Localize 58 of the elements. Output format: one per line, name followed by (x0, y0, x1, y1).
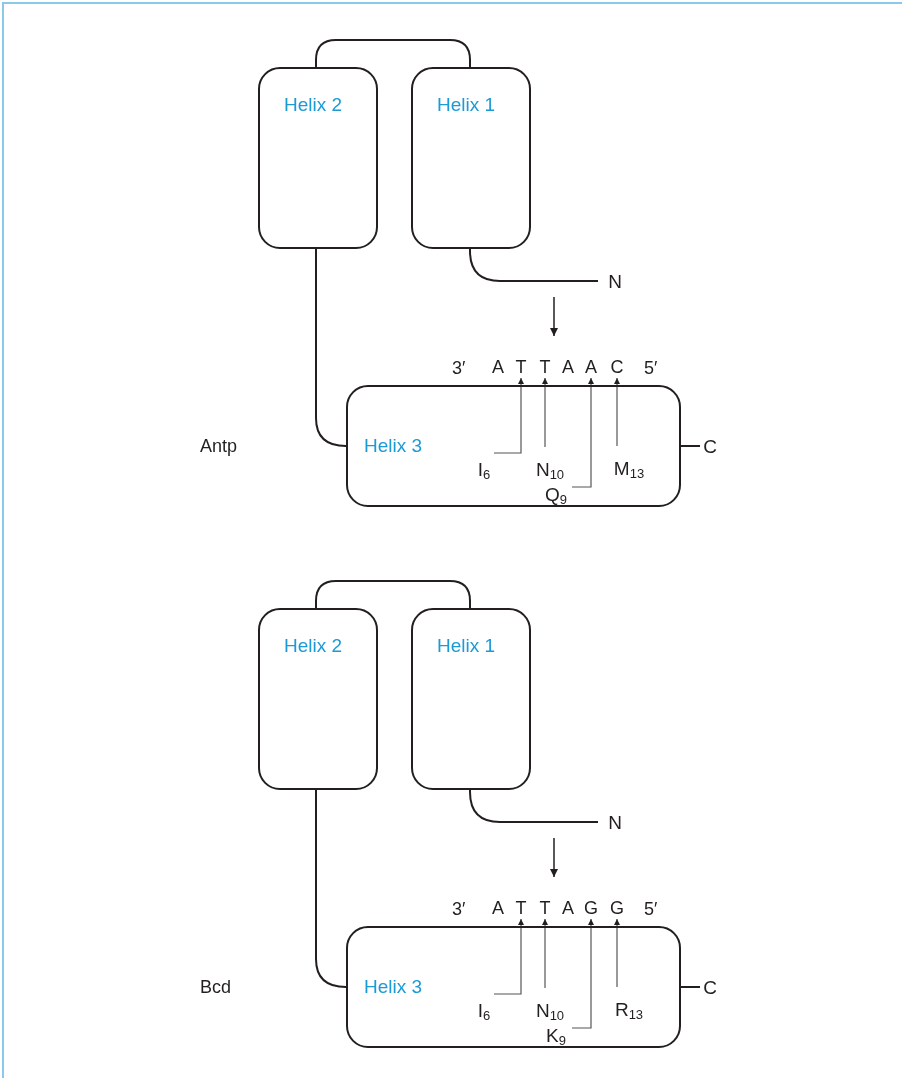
helix-label: Helix 3 (364, 433, 423, 458)
chain-line (315, 789, 347, 988)
helix-label: Helix 1 (437, 635, 496, 656)
helix-box (346, 926, 681, 1048)
base-letter: G (610, 899, 624, 917)
base-letter: A (492, 358, 504, 376)
base-letter: T (539, 899, 551, 917)
chain-line (315, 39, 471, 68)
chain-line (469, 248, 599, 282)
contact-arrow (614, 918, 620, 988)
helix-label: Helix 3 (364, 974, 423, 999)
residue-label: K$_{9}$ (546, 1026, 566, 1045)
chain-line (680, 445, 701, 447)
contact-arrow (571, 377, 594, 488)
residue-label: N$_{10}$ (535, 460, 565, 479)
helix-label: Helix 1 (437, 94, 496, 115)
helix-label: Helix 2 (284, 635, 343, 656)
seq-end-label: 3′ (452, 897, 466, 921)
helix-box (258, 608, 378, 790)
contact-arrow (571, 918, 594, 1029)
seq-end-label: 5′ (644, 356, 658, 380)
helix-box (346, 385, 681, 507)
base-letter: A (562, 358, 574, 376)
base-letter: T (539, 358, 551, 376)
chain-line (315, 580, 471, 609)
terminus-label: C (703, 977, 717, 997)
seq-end-label: 3′ (452, 356, 466, 380)
chain-line (315, 248, 347, 447)
residue-label: N$_{10}$ (535, 1001, 565, 1020)
base-letter: A (562, 899, 574, 917)
protein-name: Antp (200, 434, 238, 458)
base-letter: A (585, 358, 597, 376)
terminus-label: N (608, 271, 622, 291)
chain-line (469, 789, 599, 823)
residue-label: Q$_{9}$ (545, 485, 567, 504)
helix-box (411, 608, 531, 790)
contact-arrow (493, 918, 524, 995)
terminus-label: C (703, 436, 717, 456)
base-letter: T (515, 899, 527, 917)
terminus-label: N (608, 812, 622, 832)
residue-label: I$_{6}$ (477, 1001, 491, 1020)
contact-arrow (542, 377, 548, 448)
base-letter: A (492, 899, 504, 917)
helix-box (411, 67, 531, 249)
residue-label: M$_{13}$ (613, 459, 645, 478)
contact-arrow (493, 377, 524, 454)
seq-end-label: 5′ (644, 897, 658, 921)
contact-arrow (614, 377, 620, 447)
base-letter: C (610, 358, 624, 376)
base-letter: T (515, 358, 527, 376)
protein-name: Bcd (200, 975, 232, 999)
contact-arrow (542, 918, 548, 989)
helix-label: Helix 2 (284, 94, 343, 115)
helix-box (258, 67, 378, 249)
chain-line (680, 986, 701, 988)
base-letter: G (584, 899, 598, 917)
residue-label: R$_{13}$ (614, 1000, 644, 1019)
residue-label: I$_{6}$ (477, 460, 491, 479)
